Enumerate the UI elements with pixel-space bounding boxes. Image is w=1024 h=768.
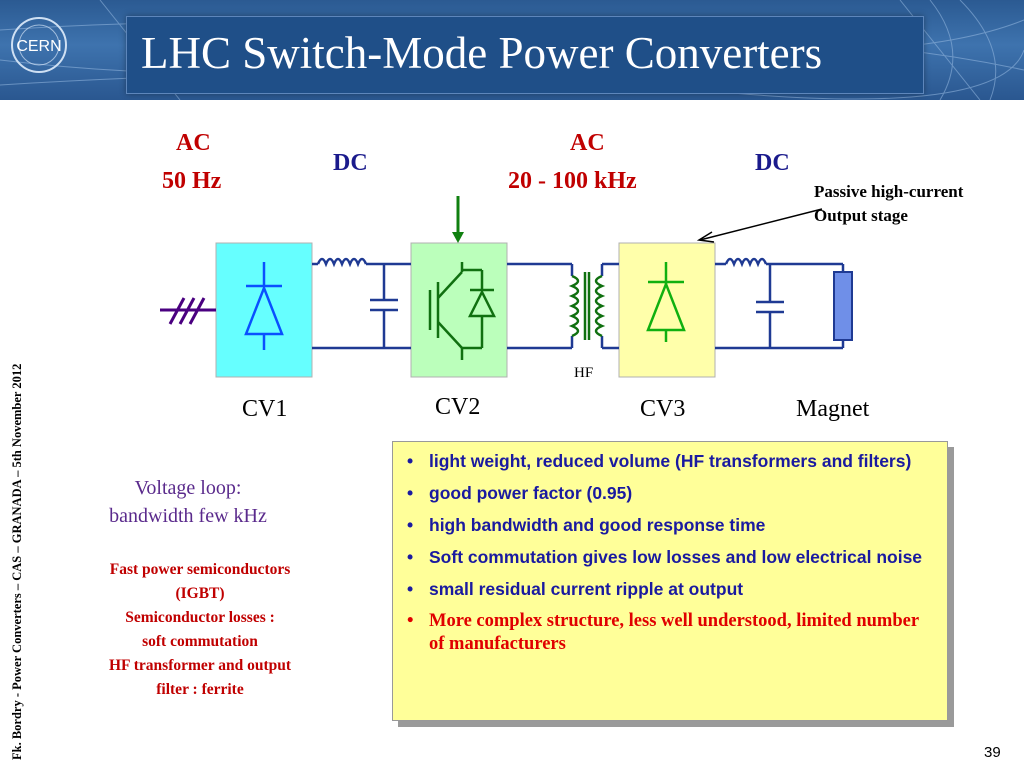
slide-title: LHC Switch-Mode Power Converters <box>141 28 823 78</box>
header-banner: CERN LHC Switch-Mode Power Converters <box>0 0 1024 100</box>
semiconductor-notes: Fast power semiconductors (IGBT) Semicon… <box>72 558 328 702</box>
ac-freq-2: 20 - 100 kHz <box>508 168 637 194</box>
dc-label-2: DC <box>755 150 790 176</box>
advantages-box: • light weight, reduced volume (HF transf… <box>392 441 948 721</box>
list-item-text: Soft commutation gives low losses and lo… <box>429 547 923 567</box>
wires-cv3-magnet <box>715 257 845 350</box>
circuit-diagram <box>160 196 853 378</box>
cv2-block <box>410 242 508 378</box>
ac-label-2: AC <box>570 130 605 156</box>
notes-line-4: soft commutation <box>142 633 258 650</box>
bullet-icon: • <box>407 611 414 631</box>
cv1-diode-icon <box>244 262 284 350</box>
magnet-icon <box>833 271 853 341</box>
bullet-icon: • <box>407 515 414 535</box>
voltage-loop-line-2: bandwidth few kHz <box>109 505 267 527</box>
title-box: LHC Switch-Mode Power Converters <box>126 16 924 94</box>
voltage-loop-line-1: Voltage loop: <box>134 477 242 499</box>
wires-cv1-cv2 <box>312 257 411 350</box>
list-item: • Soft commutation gives low losses and l… <box>403 546 937 569</box>
control-arrow-icon <box>452 196 464 243</box>
magnet-label: Magnet <box>796 396 870 422</box>
list-item: • high bandwidth and good response time <box>403 514 937 537</box>
list-item: • More complex structure, less well under… <box>403 610 937 656</box>
three-phase-input <box>160 297 216 325</box>
ac-freq-1: 50 Hz <box>162 168 222 194</box>
notes-line-3: Semiconductor losses : <box>125 609 275 626</box>
cv1-label: CV1 <box>242 396 288 422</box>
dc-label-1: DC <box>333 150 368 176</box>
notes-line-6: filter : ferrite <box>156 681 244 698</box>
voltage-loop-text: Voltage loop: bandwidth few kHz <box>70 474 306 530</box>
passive-stage-label: Passive high-current Output stage <box>814 180 963 228</box>
igbt-icon <box>428 262 497 360</box>
passive-stage-pointer <box>696 208 823 243</box>
list-item: • light weight, reduced volume (HF transf… <box>403 450 937 473</box>
cv3-label: CV3 <box>640 396 686 422</box>
cern-logo: CERN <box>11 17 67 73</box>
page-number: 39 <box>984 744 1001 761</box>
passive-line-2: Output stage <box>814 206 908 225</box>
list-item: • small residual current ripple at output <box>403 578 937 601</box>
wires-cv2-cv3 <box>507 262 619 350</box>
list-item-text: light weight, reduced volume (HF transfo… <box>429 451 912 471</box>
ac-label-1: AC <box>176 130 211 156</box>
list-item-text: small residual current ripple at output <box>429 579 744 599</box>
bullet-icon: • <box>407 579 414 599</box>
hf-label: HF <box>574 365 594 381</box>
cv2-label: CV2 <box>435 394 481 420</box>
notes-line-1: Fast power semiconductors <box>109 561 291 578</box>
advantages-list: • light weight, reduced volume (HF transf… <box>393 442 947 656</box>
logo-text: CERN <box>16 38 61 55</box>
bullet-icon: • <box>407 451 414 471</box>
notes-line-2: (IGBT) <box>175 585 225 602</box>
list-item-text: More complex structure, less well unders… <box>429 611 919 654</box>
notes-line-5: HF transformer and output <box>108 657 292 674</box>
bullet-icon: • <box>407 483 414 503</box>
passive-line-1: Passive high-current <box>814 182 964 201</box>
list-item-text: good power factor (0.95) <box>429 483 633 503</box>
bullet-icon: • <box>407 547 414 567</box>
list-item-text: high bandwidth and good response time <box>429 515 766 535</box>
cv3-diode-icon <box>646 262 686 342</box>
list-item: • good power factor (0.95) <box>403 482 937 505</box>
hf-transformer-icon <box>568 272 606 340</box>
